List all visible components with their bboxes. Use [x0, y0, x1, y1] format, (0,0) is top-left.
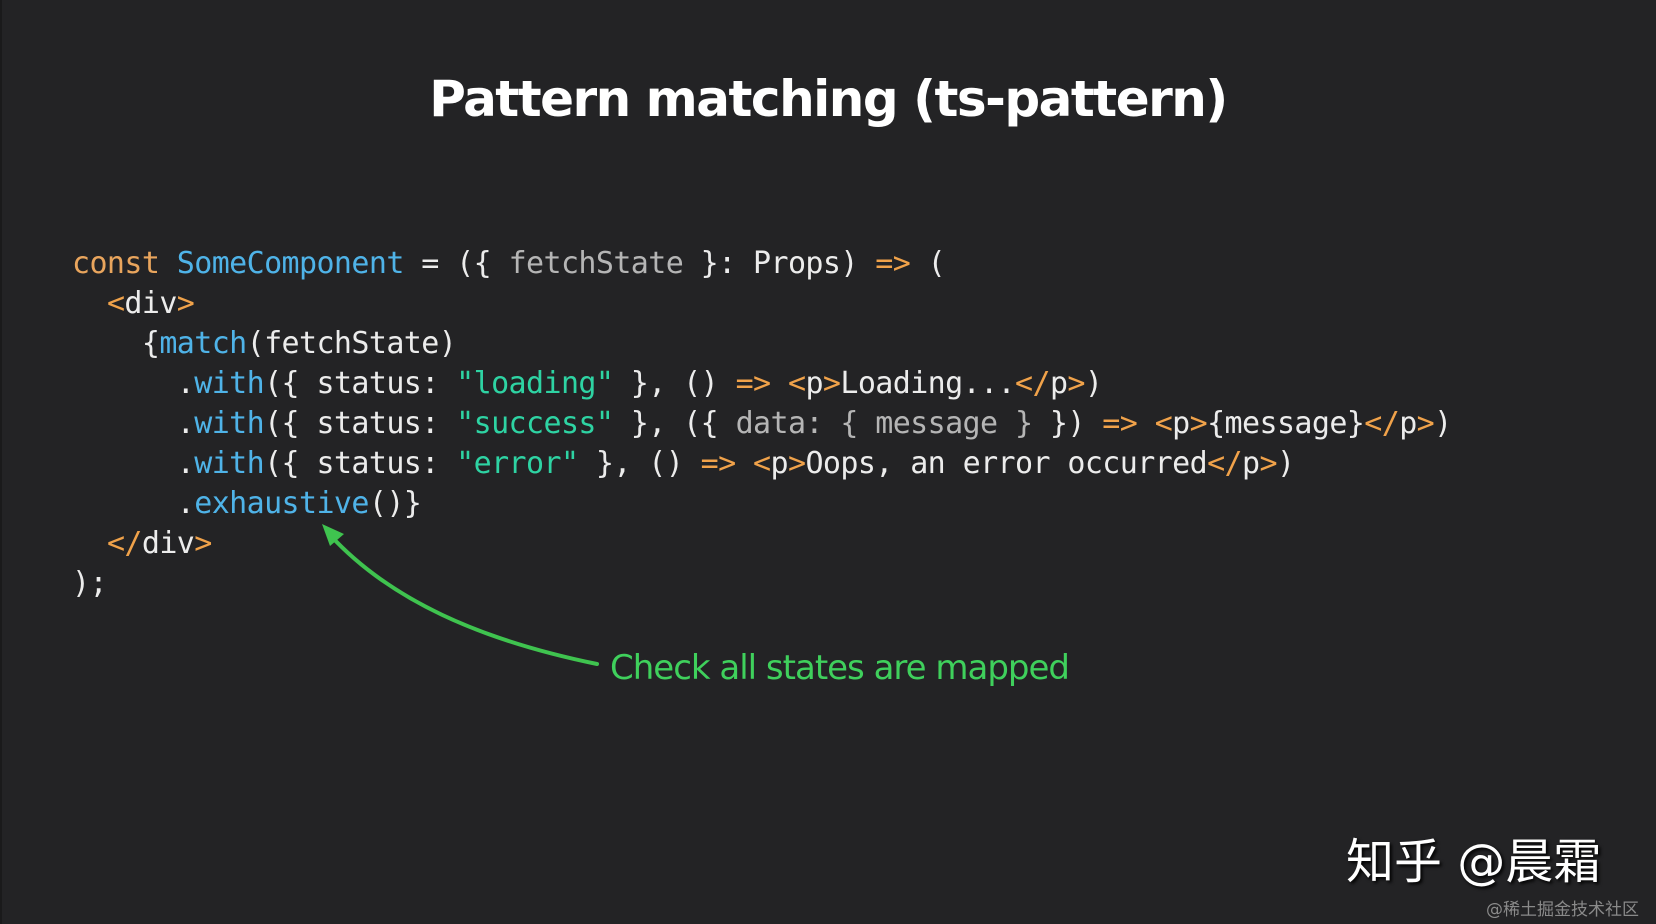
slide-edge: [0, 0, 2, 924]
code-token: .: [72, 446, 195, 481]
code-token: }, (): [613, 366, 736, 401]
code-token: .: [72, 486, 195, 521]
code-token: <: [1154, 406, 1173, 441]
code-token: "loading": [456, 366, 614, 401]
slide-title: Pattern matching (ts-pattern): [429, 70, 1228, 128]
code-token: exhaustive: [194, 486, 369, 521]
code-token: ): [1434, 406, 1452, 441]
code-token: </: [106, 526, 143, 561]
code-token: <: [787, 366, 806, 401]
code-token: [771, 366, 788, 401]
code-token: >: [787, 446, 806, 481]
code-token: {message}: [1207, 406, 1365, 441]
code-line: <div>: [72, 284, 1452, 324]
code-token: "error": [456, 446, 579, 481]
code-token: }, ({: [613, 406, 736, 441]
code-line: .with({ status: "error" }, () => <p>Oops…: [72, 444, 1452, 484]
code-line: );: [72, 564, 1452, 604]
code-token: with: [194, 366, 265, 401]
code-token: {: [72, 326, 160, 361]
watermark-zhihu: 知乎 @晨霜: [1346, 834, 1602, 890]
code-line: .with({ status: "success" }, ({ data: { …: [72, 404, 1452, 444]
code-line: .exhaustive()}: [72, 484, 1452, 524]
code-token: p: [1049, 366, 1068, 401]
code-token: >: [1067, 366, 1085, 401]
code-token: [1137, 406, 1154, 441]
code-token: div: [141, 526, 195, 561]
code-token: (: [910, 246, 946, 281]
code-token: =>: [700, 446, 737, 481]
code-token: = ({: [403, 246, 509, 281]
code-token: <: [753, 446, 771, 481]
code-token: >: [1189, 406, 1208, 441]
code-token: p: [1172, 406, 1190, 441]
code-token: </: [1015, 366, 1051, 401]
code-token: with: [194, 406, 265, 441]
code-token: ): [1276, 446, 1295, 481]
code-token: Loading...: [840, 366, 1015, 401]
code-token: p: [1399, 406, 1417, 441]
code-token: =>: [735, 366, 772, 401]
code-token: match: [159, 326, 247, 361]
code-token: =>: [1102, 406, 1138, 441]
code-token: "success": [456, 406, 614, 441]
code-token: const: [72, 246, 160, 281]
code-token: with: [194, 446, 265, 481]
code-token: .: [72, 406, 195, 441]
code-token: }: Props): [683, 246, 876, 281]
code-token: (fetchState): [246, 326, 457, 361]
code-token: );: [72, 566, 108, 601]
code-token: >: [194, 526, 212, 561]
code-token: </: [1207, 446, 1243, 481]
code-token: p: [770, 446, 789, 481]
code-token: <: [106, 286, 125, 321]
code-token: [72, 526, 107, 561]
code-token: }, (): [578, 446, 701, 481]
code-token: [159, 246, 176, 281]
code-token: Oops, an error occurred: [805, 446, 1208, 481]
watermark-juejin: @稀土掘金技术社区: [1486, 900, 1639, 920]
code-token: >: [176, 286, 195, 321]
code-token: div: [124, 286, 177, 321]
code-token: ({ status:: [264, 446, 457, 481]
code-token: ()}: [368, 486, 422, 521]
annotation-label: Check all states are mapped: [610, 648, 1070, 688]
code-token: }): [1032, 406, 1103, 441]
code-token: ({ status:: [264, 366, 457, 401]
code-token: data: { message }: [735, 406, 1033, 441]
code-token: [72, 286, 107, 321]
code-token: =>: [875, 246, 911, 281]
code-token: fetchState: [508, 246, 684, 281]
code-token: ({ status:: [264, 406, 457, 441]
code-token: >: [1416, 406, 1435, 441]
code-token: .: [72, 366, 195, 401]
code-token: >: [1259, 446, 1277, 481]
code-token: p: [1242, 446, 1260, 481]
code-token: [736, 446, 753, 481]
code-line: </div>: [72, 524, 1452, 564]
code-line: .with({ status: "loading" }, () => <p>Lo…: [72, 364, 1452, 404]
code-block: const SomeComponent = ({ fetchState }: P…: [72, 244, 1452, 604]
code-token: ): [1084, 366, 1103, 401]
code-token: </: [1364, 406, 1400, 441]
code-line: {match(fetchState): [72, 324, 1452, 364]
code-token: p: [805, 366, 823, 401]
code-token: SomeComponent: [176, 246, 405, 281]
code-token: >: [822, 366, 841, 401]
code-line: const SomeComponent = ({ fetchState }: P…: [72, 244, 1452, 284]
